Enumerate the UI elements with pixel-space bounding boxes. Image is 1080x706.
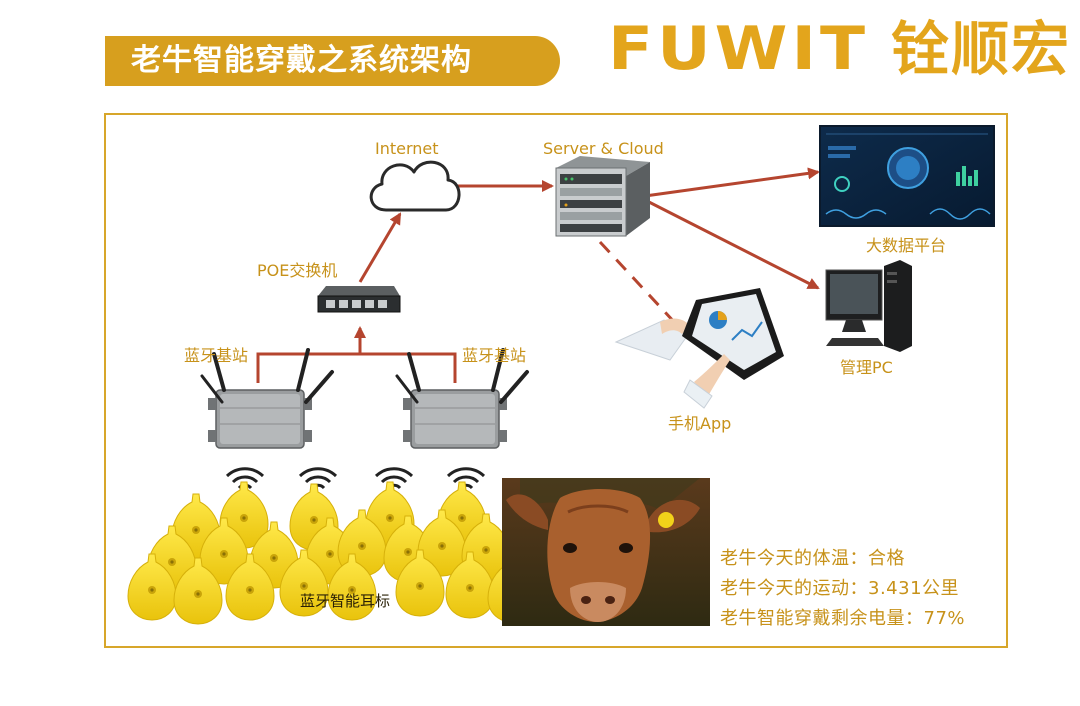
switch-to-internet-arrow <box>358 212 402 283</box>
server-icon <box>555 156 650 237</box>
bluetooth-station-left-label: 蓝牙基站 <box>184 346 249 365</box>
status-battery: 老牛智能穿戴剩余电量：77% <box>720 608 966 629</box>
poe-switch-label: POE交换机 <box>257 261 338 280</box>
server-to-pc-arrow <box>644 198 820 290</box>
signal-wave-icon <box>446 467 486 490</box>
diagram-frame <box>104 113 1008 648</box>
ear-tags-label: 蓝牙智能耳标 <box>300 592 391 610</box>
bluetooth-station-right-label: 蓝牙基站 <box>462 346 527 365</box>
connection-lines <box>256 167 820 383</box>
brand-name-cjk: 铨顺宏 <box>891 15 1072 83</box>
brand-logo: FUWIT 铨顺宏 <box>608 14 1071 84</box>
brand-name-latin: FUWIT <box>608 13 870 84</box>
status-exercise: 老牛今天的运动：3.431公里 <box>720 578 960 599</box>
mobile-app-label: 手机App <box>668 414 732 433</box>
internet-label: Internet <box>375 139 439 158</box>
station-link-line <box>256 352 457 383</box>
management-pc-label: 管理PC <box>840 358 893 377</box>
status-temperature: 老牛今天的体温：合格 <box>720 548 905 569</box>
internet-cloud-icon <box>369 160 461 212</box>
management-pc-icon <box>825 260 912 352</box>
signal-wave-icon <box>374 467 414 490</box>
server-to-bigdata-arrow <box>644 167 820 198</box>
bigdata-platform-label: 大数据平台 <box>866 236 947 255</box>
cow-photo <box>502 478 710 626</box>
server-to-app-dashed-line <box>598 240 678 326</box>
bigdata-dashboard-icon <box>819 125 995 227</box>
page-title: 老牛智能穿戴之系统架构 <box>105 36 560 86</box>
poe-switch-icon <box>317 286 401 313</box>
mobile-app-tablet-icon <box>614 288 784 409</box>
server-cloud-label: Server & Cloud <box>543 139 664 158</box>
signal-wave-icon <box>298 467 338 490</box>
